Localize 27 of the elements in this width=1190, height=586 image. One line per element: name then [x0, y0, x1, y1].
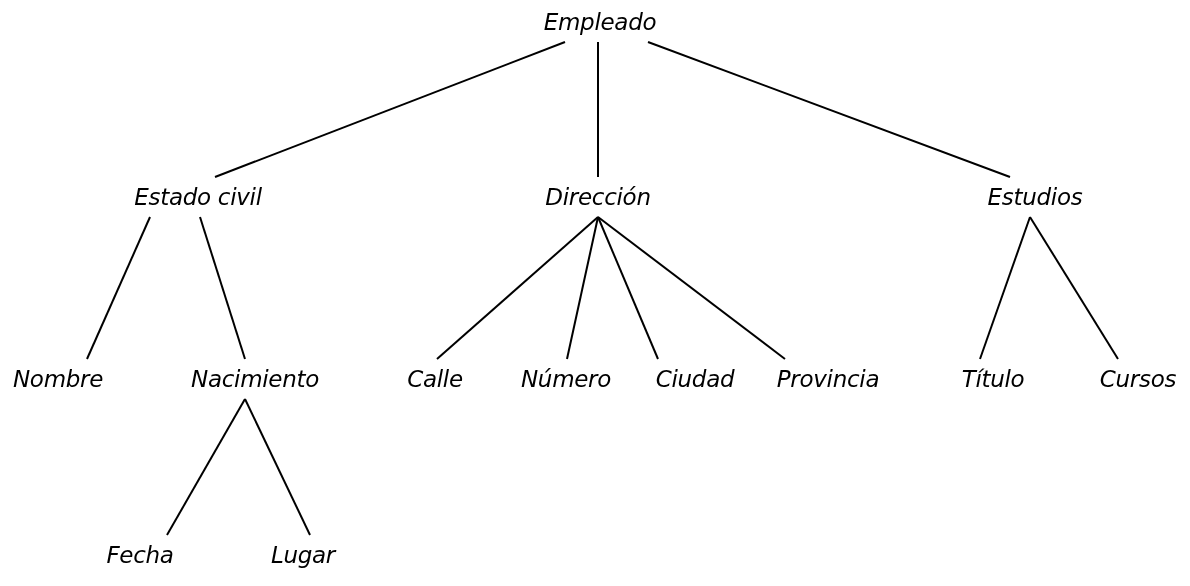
node-label: Número: [520, 359, 612, 399]
node-label: Lugar: [271, 535, 335, 575]
node-label: Ciudad: [655, 359, 735, 399]
node-label: Empleado: [543, 2, 657, 42]
node-label: Fecha: [106, 535, 174, 575]
node-label: Nombre: [12, 359, 104, 399]
connector-line: [244, 398, 311, 536]
node-label: Cursos: [1099, 359, 1177, 399]
connector-line: [436, 216, 599, 360]
node-label: Estudios: [987, 177, 1083, 217]
node-label: Calle: [407, 359, 463, 399]
connector-line: [566, 216, 599, 360]
connector-line: [979, 216, 1031, 360]
node-label: Nacimiento: [191, 359, 319, 399]
connector-line: [597, 216, 786, 360]
connector-line: [214, 41, 566, 178]
connector-line: [199, 216, 246, 360]
connector-line: [597, 41, 599, 178]
node-label: Estado civil: [134, 177, 262, 217]
node-label: Dirección: [545, 177, 651, 217]
node-label: Provincia: [776, 359, 880, 399]
node-label: Título: [961, 359, 1025, 399]
connector-line: [647, 41, 1011, 178]
connector-line: [86, 216, 151, 360]
connector-line: [166, 398, 246, 536]
connector-line: [1029, 216, 1119, 360]
connector-line: [597, 216, 659, 360]
